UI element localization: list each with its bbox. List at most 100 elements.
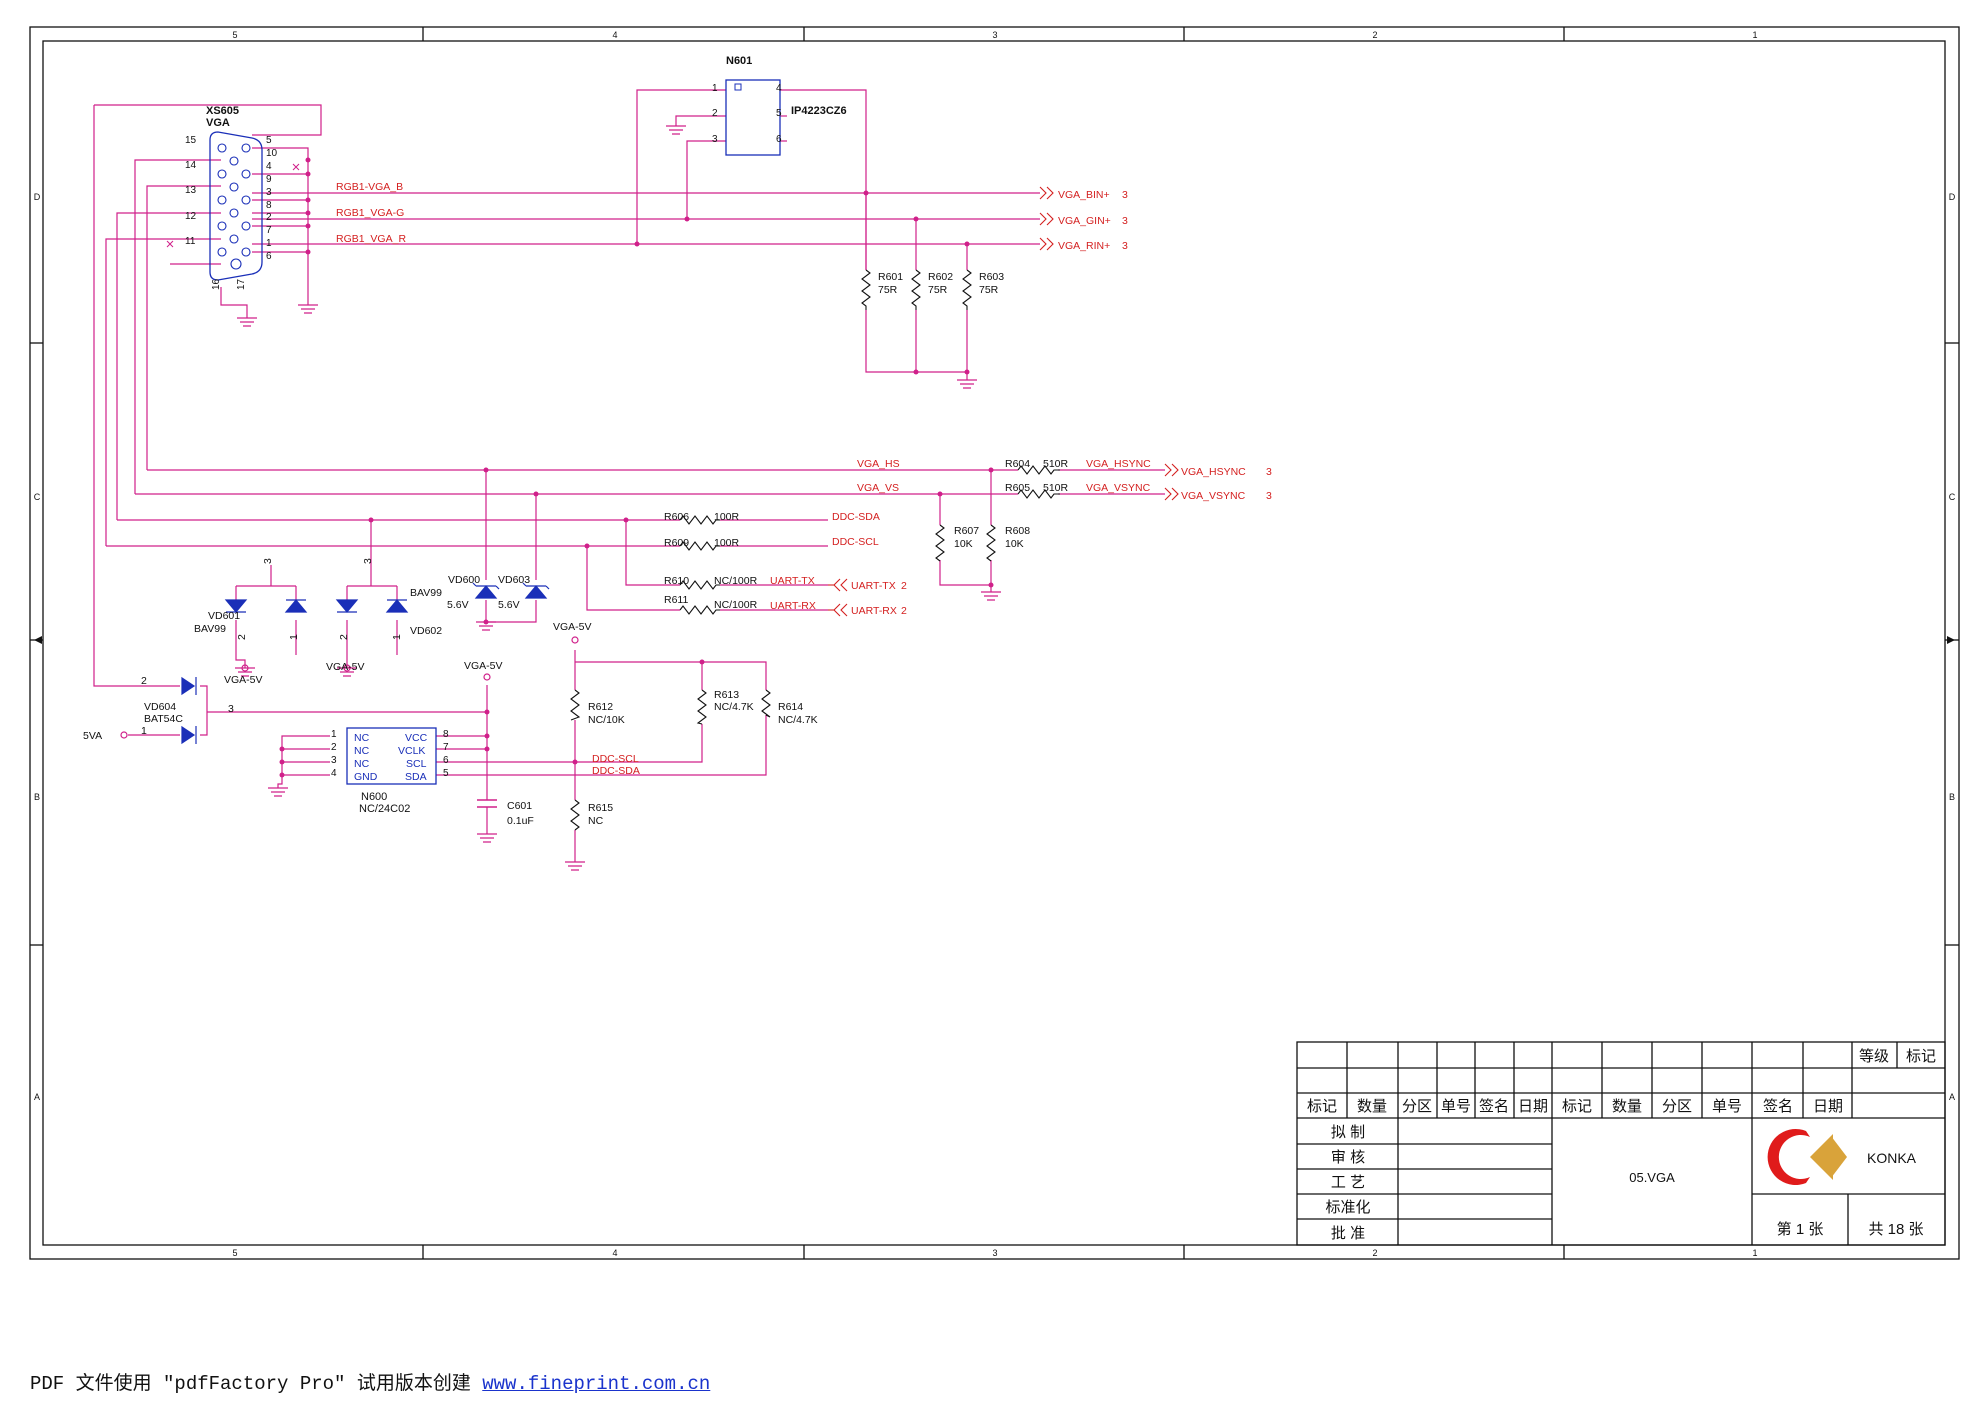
connector-value: VGA	[206, 117, 230, 129]
footer-text: PDF 文件使用 "pdfFactory Pro" 试用版本创建	[30, 1373, 483, 1395]
pin-label: 5	[266, 135, 272, 146]
pin-label: 3	[266, 187, 272, 198]
diodes	[181, 582, 550, 745]
tb-title: 05.VGA	[1629, 1170, 1675, 1185]
tb-header: 分区	[1662, 1098, 1692, 1115]
col-label: 4	[612, 1248, 617, 1258]
konka-logo: KONKA	[1767, 1129, 1917, 1185]
col-label: 1	[1752, 1248, 1757, 1258]
chip-ref: N601	[726, 55, 752, 67]
resistor-value: 100R	[714, 537, 740, 549]
pin-label: 2	[141, 675, 147, 687]
frame	[29, 26, 1960, 1260]
pin-label: 4	[331, 768, 337, 779]
net-label: DDC-SDA	[592, 765, 640, 777]
title-block: 标记 数量 分区 单号 签名 日期 标记 数量 分区 单号 签名 日期 等级 标…	[1296, 1041, 1946, 1246]
pin-label: 7	[266, 225, 272, 236]
net-label: VGA_VS	[857, 482, 899, 494]
resistor-value: NC/4.7K	[714, 701, 754, 713]
row-label: A	[34, 1092, 40, 1102]
pin-label: 14	[185, 160, 197, 171]
sheet-ref: 2	[901, 605, 907, 617]
resistor-ref: R610	[664, 575, 689, 587]
resistor-value: 75R	[878, 284, 898, 296]
pin-label: 1	[331, 729, 337, 740]
sheet-ref: 3	[1122, 189, 1128, 201]
resistor-ref: R606	[664, 511, 689, 523]
resistor-value: 10K	[1005, 538, 1024, 550]
col-label: 5	[232, 30, 237, 40]
pin-label: 8	[266, 200, 272, 211]
tb-header: 数量	[1357, 1098, 1387, 1115]
resistor-value: 75R	[928, 284, 948, 296]
chip-value: NC/24C02	[359, 803, 410, 815]
frame-labels: 5 4 3 2 1 5 4 3 2 1 D C B A D C B A	[34, 30, 1956, 1258]
tb-sheet-total: 共 18 张	[1868, 1221, 1923, 1238]
offpage-label: VGA_VSYNC	[1181, 490, 1246, 502]
tb-company: KONKA	[1867, 1150, 1917, 1166]
tb-role: 审 核	[1331, 1149, 1365, 1166]
junctions	[279, 157, 994, 778]
diode-ref: VD601	[208, 610, 240, 622]
tb-sheet-no: 第 1 张	[1777, 1220, 1824, 1238]
tb-header: 单号	[1712, 1098, 1742, 1115]
resistor-ref: R615	[588, 802, 613, 814]
col-label: 2	[1372, 30, 1377, 40]
resistor-value: NC/10K	[588, 714, 625, 726]
resistor-ref: R603	[979, 271, 1004, 283]
col-label: 4	[612, 30, 617, 40]
row-label: A	[1949, 1092, 1955, 1102]
diode-ref: VD600	[448, 574, 480, 586]
resistor-ref: R605	[1005, 482, 1030, 494]
tb-mark: 标记	[1906, 1048, 1936, 1065]
diode-value: 5.6V	[498, 599, 520, 611]
net-label: UART-RX	[770, 600, 816, 612]
pin-name: VCLK	[398, 745, 425, 757]
diode-ref: VD603	[498, 574, 530, 586]
center-arrow	[34, 636, 1955, 644]
tb-header: 日期	[1518, 1098, 1548, 1115]
resistor-ref: R612	[588, 701, 613, 713]
n601-chip: N601 IP4223CZ6 1 2 3 4 5 6	[712, 55, 847, 156]
vga-connector: XS605 VGA 15 14 13 12 11 5 10 4 9 3 8 2 …	[166, 105, 300, 290]
row-label: B	[34, 792, 40, 802]
pin-label: 8	[443, 729, 449, 740]
diode-value: 5.6V	[447, 599, 469, 611]
pin-label: 3	[228, 703, 234, 715]
pin-label: 5	[776, 108, 782, 119]
pin-label: 3	[712, 134, 718, 145]
pin-name: SDA	[405, 771, 427, 783]
sheet-ref: 3	[1266, 466, 1272, 478]
offpage-label: UART-RX	[851, 605, 897, 617]
pdf-footer: PDF 文件使用 "pdfFactory Pro" 试用版本创建 www.fin…	[30, 1368, 710, 1395]
eeprom-n600: N600 NC/24C02 NC NC NC GND VCC VCLK SCL …	[331, 727, 449, 815]
diode-value: BAV99	[194, 623, 226, 635]
pin-label: 11	[185, 236, 196, 247]
pin-name: NC	[354, 732, 370, 744]
offpage-connectors: VGA_BIN+ VGA_GIN+ VGA_RIN+ VGA_HSYNC VGA…	[828, 186, 1272, 617]
resistor-ref: R602	[928, 271, 953, 283]
diode-ref: VD602	[410, 625, 442, 637]
power-label: VGA-5V	[224, 674, 263, 686]
pin-label: 4	[776, 83, 782, 94]
tb-role: 标准化	[1325, 1199, 1370, 1216]
power-labels: VGA-5V VGA-5V VGA-5V VGA-5V 5VA	[83, 621, 592, 742]
sheet-ref: 3	[1122, 240, 1128, 252]
col-label: 3	[992, 1248, 997, 1258]
pin-label: 16	[211, 278, 222, 290]
resistor-ref: R614	[778, 701, 803, 713]
pin-label: 15	[185, 135, 197, 146]
resistor-ref: R611	[664, 594, 688, 606]
footer-link[interactable]: www.fineprint.com.cn	[482, 1373, 711, 1395]
pin-label: 10	[266, 148, 278, 159]
pin-label: 1	[266, 238, 272, 249]
col-label: 3	[992, 30, 997, 40]
resistor-labels: R601 75R R602 75R R603 75R R604 510R R60…	[588, 271, 1069, 827]
power-label: VGA-5V	[553, 621, 592, 633]
cap-ref: C601	[507, 800, 532, 812]
capacitor-c601: C601 0.1uF	[477, 799, 534, 827]
chip-ref: N600	[361, 791, 387, 803]
resistor-ref: R604	[1005, 458, 1030, 470]
resistor-ref: R609	[664, 537, 689, 549]
